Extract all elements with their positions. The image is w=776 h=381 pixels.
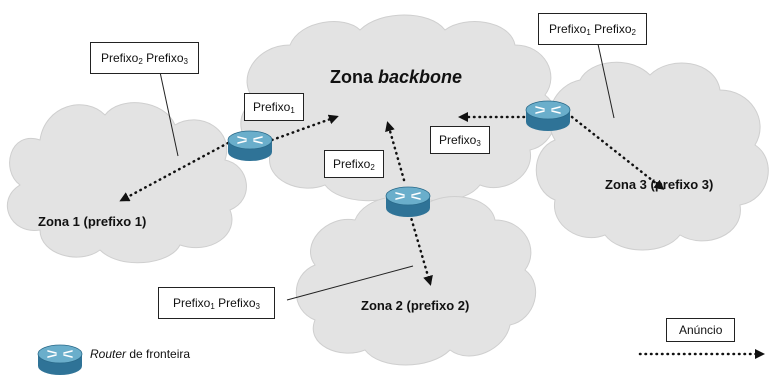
prefix-item: Prefixo2: [594, 22, 636, 37]
label-backbone-from-zone1: Prefixo1: [244, 93, 304, 121]
zone2-title: Zona 2 (prefixo 2): [361, 298, 470, 313]
prefix-item: Prefixo1: [173, 296, 215, 311]
arrow-router1-to-backbone: [270, 114, 339, 142]
arrow-router1-to-zone1: [119, 141, 230, 202]
router-icon: [385, 186, 431, 217]
zone3-title: Zona 3 (prefixo 3): [605, 177, 714, 192]
zone-backbone-title-prefix: Zona: [330, 67, 378, 87]
legend-router-label: Router de fronteira: [90, 347, 190, 361]
connector-z2-label: [286, 265, 414, 301]
label-zone3-announce: Prefixo1 Prefixo2: [538, 13, 647, 45]
cloud-zone2: [295, 196, 537, 366]
cloud-zone3: [535, 61, 769, 251]
legend-router-rest: de fronteira: [126, 347, 191, 361]
router-icon: [525, 100, 571, 131]
zone1-title: Zona 1 (prefixo 1): [38, 214, 147, 229]
router-icon: [227, 130, 273, 161]
zone-backbone-title: Zona backbone: [330, 67, 462, 88]
zone-backbone-title-emph: backbone: [378, 67, 463, 87]
arrow-router2-to-zone2: [408, 212, 433, 286]
prefix-item: Prefixo2: [101, 51, 143, 66]
prefix-item: Prefixo3: [439, 133, 481, 148]
label-zone2-announce: Prefixo1 Prefixo3: [158, 287, 275, 319]
prefix-item: Prefixo2: [333, 157, 375, 172]
label-zone1-announce: Prefixo2 Prefixo3: [90, 42, 199, 74]
prefix-item: Prefixo3: [218, 296, 260, 311]
prefix-item: Prefixo1: [549, 22, 591, 37]
label-backbone-from-zone2: Prefixo2: [324, 150, 384, 178]
arrow-router2-to-backbone: [385, 121, 406, 182]
legend-router-italic: Router: [90, 347, 127, 361]
connector-z1-label: [159, 71, 179, 157]
label-backbone-from-zone3: Prefixo3: [430, 126, 490, 154]
router-icon: [37, 344, 83, 375]
prefix-item: Prefixo3: [146, 51, 188, 66]
connector-z3-label: [597, 43, 615, 119]
prefix-item: Prefixo1: [253, 100, 295, 115]
legend-announce-box: Anúncio: [666, 318, 736, 342]
cloud-zone1: [7, 102, 247, 264]
